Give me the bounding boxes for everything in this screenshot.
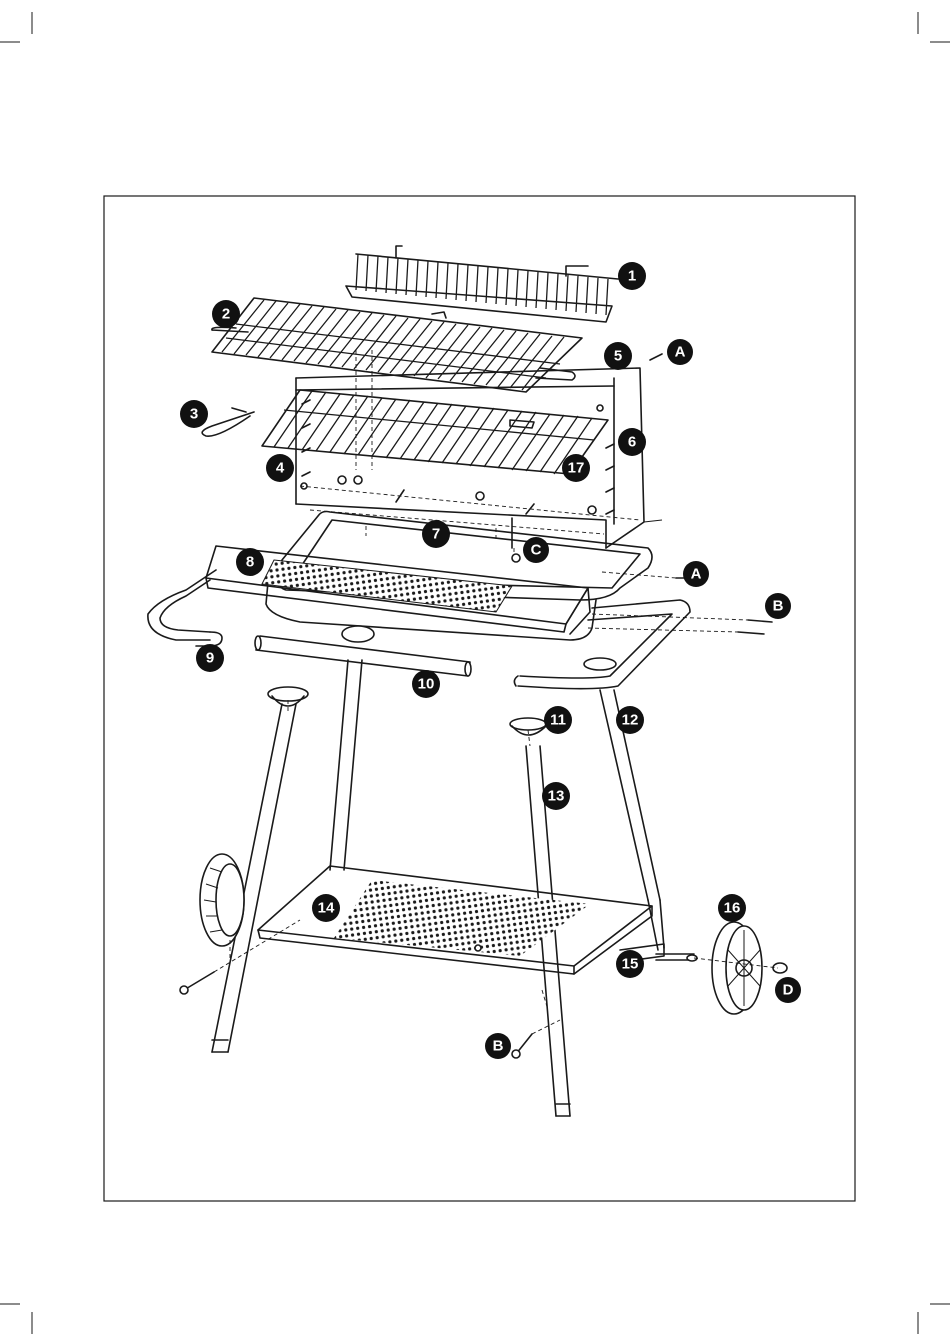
svg-text:7: 7: [432, 526, 440, 543]
callout-7: 7: [422, 520, 450, 548]
callout-12: 12: [616, 706, 644, 734]
callout-16: 16: [718, 894, 746, 922]
svg-text:C: C: [531, 542, 542, 559]
callout-17: 17: [562, 454, 590, 482]
svg-text:13: 13: [548, 788, 565, 805]
svg-text:3: 3: [190, 406, 198, 423]
svg-text:8: 8: [246, 554, 254, 571]
svg-text:A: A: [691, 566, 702, 583]
callout-2: 2: [212, 300, 240, 328]
bolts: [180, 578, 772, 1058]
callout-5: 5: [604, 342, 632, 370]
callout-10: 10: [412, 670, 440, 698]
svg-text:5: 5: [614, 348, 622, 365]
callout-3: 3: [180, 400, 208, 428]
callout-6: 6: [618, 428, 646, 456]
svg-text:17: 17: [568, 460, 585, 477]
svg-text:2: 2: [222, 306, 230, 323]
callout-14: 14: [312, 894, 340, 922]
svg-text:12: 12: [622, 712, 639, 729]
svg-text:B: B: [773, 598, 784, 615]
callout-1: 1: [618, 262, 646, 290]
svg-text:16: 16: [724, 900, 741, 917]
svg-text:6: 6: [628, 434, 636, 451]
svg-text:1: 1: [628, 268, 636, 285]
callout-8: 8: [236, 548, 264, 576]
warming-rack: [346, 246, 618, 322]
wheel-right: [712, 922, 762, 1014]
callout-13: 13: [542, 782, 570, 810]
callout-B-leg: B: [485, 1033, 511, 1059]
callout-C: C: [523, 537, 549, 563]
svg-text:11: 11: [550, 712, 566, 729]
cross-bar: [255, 626, 471, 676]
cooking-grill: [212, 298, 582, 392]
svg-text:4: 4: [276, 460, 285, 477]
charcoal-grate: [262, 390, 608, 474]
fire-box: [296, 350, 662, 548]
grill-lifter: [202, 408, 254, 436]
callout-9: 9: [196, 644, 224, 672]
callout-B-frame: B: [765, 593, 791, 619]
svg-text:10: 10: [418, 676, 435, 693]
svg-text:15: 15: [622, 956, 639, 973]
callout-4: 4: [266, 454, 294, 482]
svg-text:D: D: [783, 982, 794, 999]
callout-A-top: A: [667, 339, 693, 365]
crop-marks: [0, 12, 950, 1334]
callout-D: D: [775, 977, 801, 1003]
callout-A-side: A: [683, 561, 709, 587]
callout-11: 11: [544, 706, 572, 734]
svg-text:B: B: [493, 1038, 504, 1055]
svg-text:9: 9: [206, 650, 214, 667]
svg-text:14: 14: [318, 900, 335, 917]
callout-15: 15: [616, 950, 644, 978]
svg-text:A: A: [675, 344, 686, 361]
wheel-left: [200, 854, 244, 946]
